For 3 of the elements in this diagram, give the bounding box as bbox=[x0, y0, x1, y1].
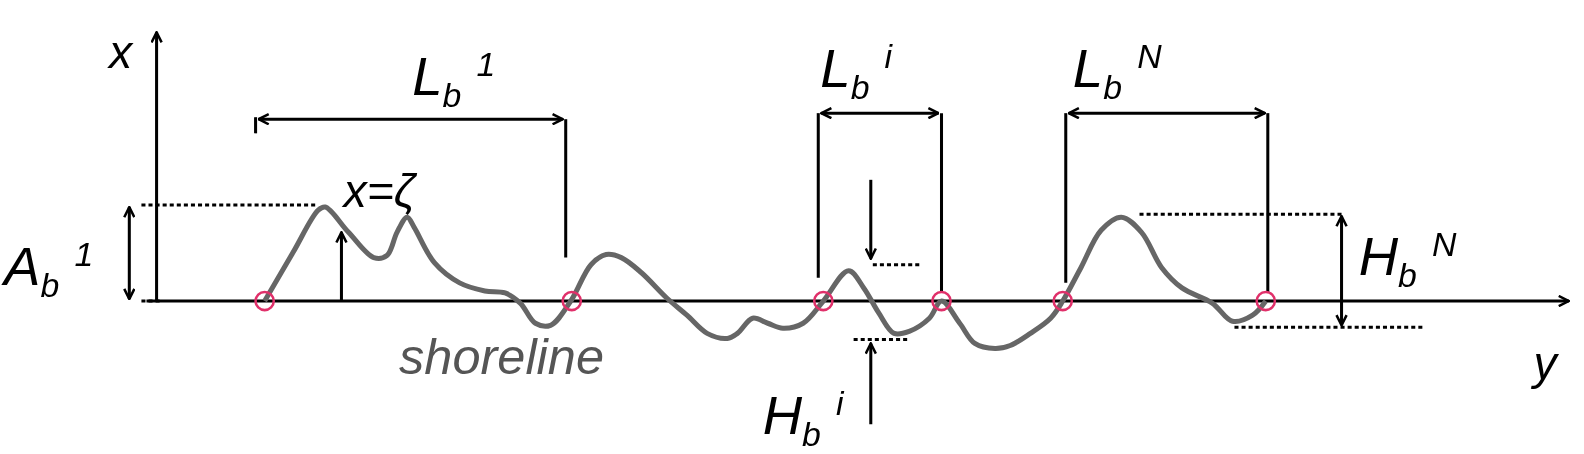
curve-label: shoreline bbox=[399, 331, 604, 382]
axis-label: x bbox=[109, 28, 133, 75]
curve-label: x=ζ bbox=[343, 167, 416, 215]
